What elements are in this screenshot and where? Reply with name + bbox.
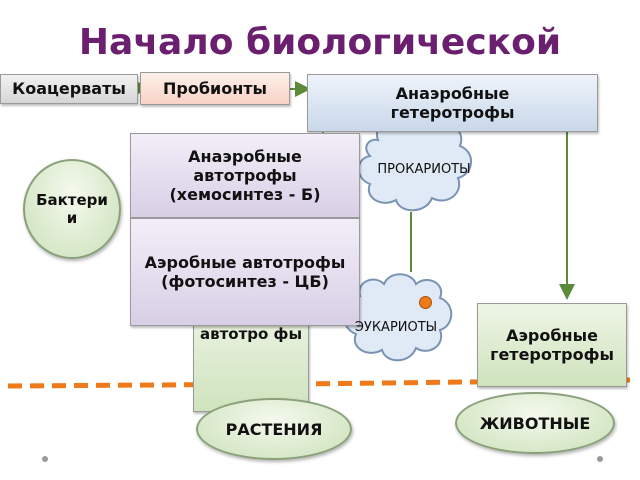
corner-dot-right bbox=[597, 456, 603, 462]
page-title: Начало биологической bbox=[78, 22, 562, 63]
box-aerobic-heterotrophs-label: Аэробные гетеротрофы bbox=[490, 325, 614, 364]
oval-plants-label: РАСТЕНИЯ bbox=[225, 419, 323, 439]
box-anaerobic-autotrophs-label: Анаэробные автотрофы (хемосинтез - Б) bbox=[169, 146, 321, 205]
oval-bacteria: Бактерии bbox=[23, 159, 121, 259]
box-anaerobic-autotrophs: Анаэробные автотрофы (хемосинтез - Б) bbox=[130, 133, 360, 218]
box-aerobic-autotrophs-label: Аэробные автотрофы (фотосинтез - ЦБ) bbox=[144, 252, 346, 291]
box-anaerobic-heterotrophs: Анаэробные гетеротрофы bbox=[307, 74, 598, 132]
box-probionts: Пробионты bbox=[140, 72, 290, 105]
box-coacervates-label: Коацерваты bbox=[12, 79, 126, 99]
eukaryotes-cloud-shape bbox=[343, 273, 453, 362]
box-coacervates: Коацерваты bbox=[0, 74, 138, 104]
corner-dot-left bbox=[42, 456, 48, 462]
oval-animals-label: ЖИВОТНЫЕ bbox=[479, 413, 591, 433]
box-aerobic-autotrophs: Аэробные автотрофы (фотосинтез - ЦБ) bbox=[130, 218, 360, 326]
box-probionts-label: Пробионты bbox=[162, 78, 267, 98]
eukaryote-nucleus-dot bbox=[419, 296, 432, 309]
oval-bacteria-label: Бактерии bbox=[36, 191, 108, 227]
oval-animals: ЖИВОТНЫЕ bbox=[455, 392, 615, 454]
box-aerobic-heterotrophs: Аэробные гетеротрофы bbox=[477, 303, 627, 387]
box-anaerobic-heterotrophs-label: Анаэробные гетеротрофы bbox=[390, 83, 515, 122]
eukaryotes-label: ЭУКАРИОТЫ bbox=[354, 320, 438, 335]
oval-plants: РАСТЕНИЯ bbox=[196, 398, 352, 460]
prokaryotes-label: ПРОКАРИОТЫ bbox=[377, 162, 471, 177]
